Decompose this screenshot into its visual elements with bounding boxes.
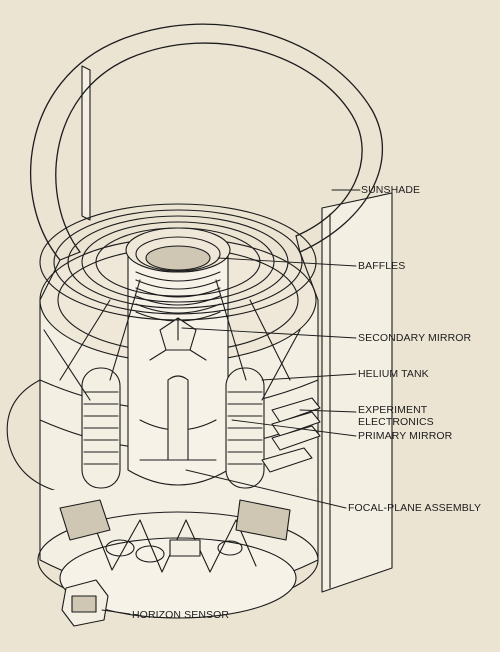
label-baffles: BAFFLES [358, 260, 406, 272]
support-struts [43, 279, 301, 401]
label-horizon-sensor: HORIZON SENSOR [132, 609, 230, 621]
label-secondary-mirror: SECONDARY MIRROR [358, 332, 472, 344]
label-experiment: EXPERIMENT [358, 404, 428, 416]
label-helium-tank: HELIUM TANK [358, 368, 429, 380]
electronics-boxes [261, 397, 321, 473]
label-primary-mirror: PRIMARY MIRROR [358, 430, 453, 442]
label-electronics: ELECTRONICS [358, 416, 434, 428]
label-focal-plane-assembly: FOCAL-PLANE ASSEMBLY [348, 502, 482, 514]
equipment-section [37, 489, 319, 619]
sunshade-drawing [30, 23, 384, 301]
leader-lines [101, 189, 361, 615]
label-sunshade: SUNSHADE [361, 184, 421, 196]
horizon-sensor-drawing [61, 579, 109, 627]
helium-tanks [81, 367, 265, 489]
solar-panel [81, 65, 393, 593]
baffle-stack [125, 227, 231, 486]
